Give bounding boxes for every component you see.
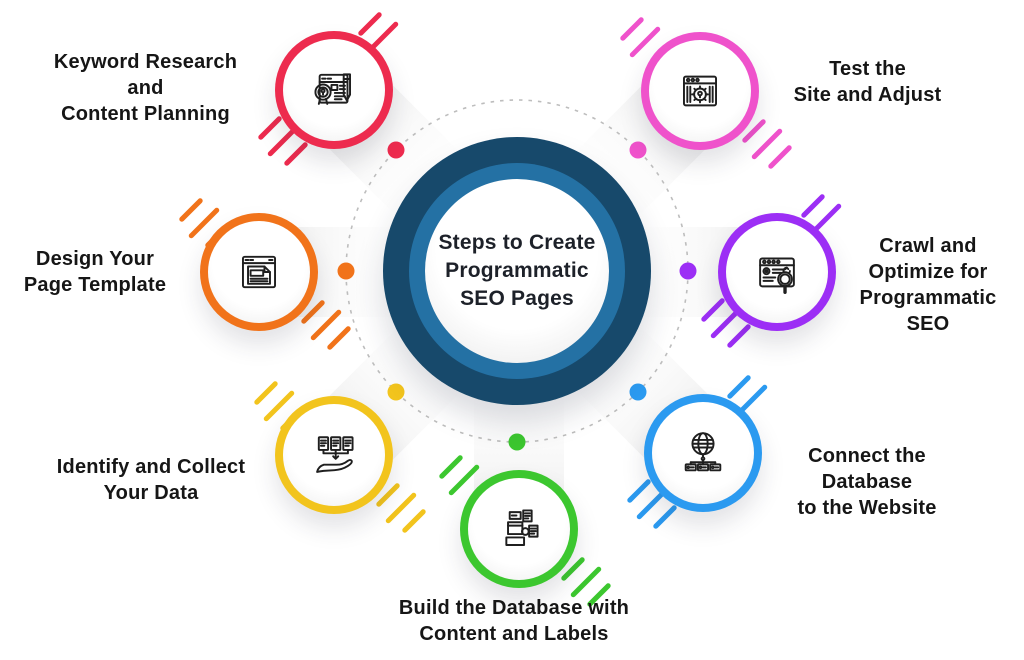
node-face	[649, 40, 751, 142]
label-line: Content Planning	[61, 103, 230, 125]
step-label-build-database: Build the Database with Content and Labe…	[363, 595, 665, 647]
center-circle: Steps to Create Programmatic SEO Pages	[383, 137, 651, 405]
node-face	[468, 478, 570, 580]
page-template-icon	[241, 255, 277, 289]
node-face	[208, 221, 310, 323]
node-face	[283, 404, 385, 506]
dot-keyword	[387, 141, 405, 159]
label-line: Page Template	[23, 274, 167, 296]
label-line: Keyword Research	[53, 51, 238, 73]
browser-search-icon	[759, 257, 795, 294]
step-label-keyword-research: Keyword Research and Content Planning	[18, 49, 273, 127]
step-node-test-site	[641, 32, 759, 150]
center-circle-inner-ring: Steps to Create Programmatic SEO Pages	[409, 163, 625, 379]
center-circle-face: Steps to Create Programmatic SEO Pages	[425, 179, 609, 363]
step-node-collect-data	[275, 396, 393, 514]
step-dots	[337, 141, 697, 451]
slash-accents	[179, 12, 842, 607]
dot-connect	[629, 383, 647, 401]
label-line: Build the Database with	[398, 597, 630, 619]
documents-hand-icon	[316, 436, 354, 473]
center-title-line: Programmatic	[445, 259, 589, 282]
step-node-crawl-optimize	[718, 213, 836, 331]
dot-design	[337, 262, 355, 280]
center-title: Steps to Create Programmatic SEO Pages	[438, 229, 595, 313]
step-node-keyword-research	[275, 31, 393, 149]
label-line: Your Data	[103, 482, 199, 504]
step-label-connect-database: Connect the Database to the Website	[768, 443, 966, 521]
label-line: Content and Labels	[419, 623, 609, 645]
step-node-design-template	[200, 213, 318, 331]
label-line: Site and Adjust	[793, 84, 942, 106]
label-line: SEO	[906, 313, 950, 335]
dot-test	[629, 141, 647, 159]
dot-identify	[387, 383, 405, 401]
dot-build	[508, 433, 526, 451]
label-line: Crawl and	[879, 235, 977, 257]
label-line: Connect the	[808, 445, 926, 467]
label-line: Database	[821, 471, 913, 493]
step-label-collect-data: Identify and Collect Your Data	[28, 454, 274, 506]
step-label-crawl-optimize: Crawl and Optimize for Programmatic SEO	[835, 233, 1021, 337]
step-label-design-template: Design Your Page Template	[2, 246, 188, 298]
label-line: Test the	[829, 58, 906, 80]
center-title-line: Steps to Create	[438, 231, 596, 254]
step-node-build-database	[460, 470, 578, 588]
keyword-research-icon	[314, 73, 352, 105]
label-line: Design Your	[35, 248, 155, 270]
center-title-line: SEO Pages	[460, 287, 574, 310]
node-face	[726, 221, 828, 323]
label-line: Optimize for	[868, 261, 988, 283]
label-line: Programmatic	[859, 287, 997, 309]
globe-network-icon	[684, 432, 722, 472]
step-label-test-site: Test the Site and Adjust	[760, 56, 975, 108]
node-face	[652, 402, 754, 504]
label-line: Identify and Collect	[56, 456, 246, 478]
database-machine-icon	[505, 509, 539, 547]
node-face	[283, 39, 385, 141]
label-line: to the Website	[797, 497, 937, 519]
browser-gear-icon	[682, 75, 718, 107]
dot-crawl	[679, 262, 697, 280]
step-node-connect-database	[644, 394, 762, 512]
label-line: and	[127, 77, 164, 99]
